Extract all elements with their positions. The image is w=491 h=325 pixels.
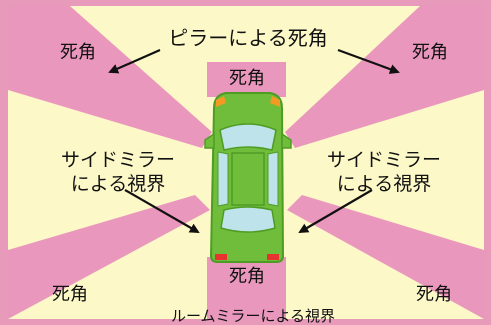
blind-spot-label-top-right: 死角 <box>412 42 448 63</box>
front-blind-spot-zone <box>207 62 286 97</box>
taillight-right <box>267 254 279 260</box>
windshield <box>219 123 277 151</box>
car-top-view <box>204 92 292 263</box>
side-mirror-arrow-left <box>124 189 200 233</box>
side-mirror-left <box>204 132 215 149</box>
pillar-blind-spot-left <box>8 6 212 148</box>
side-mirror-label-right-line2: による視界 <box>337 173 431 195</box>
side-mirror-label-left-line2: による視界 <box>71 173 165 195</box>
blind-spot-label-bottom-right: 死角 <box>416 284 452 305</box>
side-window-right <box>267 151 279 207</box>
side-mirror-arrow-right <box>298 189 373 234</box>
car-roof <box>231 152 265 206</box>
pillar-blind-spot-label: ピラーによる死角 <box>168 26 327 50</box>
rear-blind-spot-zone <box>207 257 286 319</box>
side-window-left <box>217 151 229 207</box>
rear-window <box>220 206 276 233</box>
rear-blind-spot-left <box>8 195 210 319</box>
headlight-right <box>270 96 280 107</box>
blind-spot-label-rear: 死角 <box>229 266 265 287</box>
taillight-left <box>215 254 227 260</box>
side-mirror-label-left-line1: サイドミラー <box>61 149 175 171</box>
headlight-left <box>216 96 226 107</box>
blind-spot-label-top-left: 死角 <box>60 42 96 63</box>
pillar-arrow-left <box>108 48 161 74</box>
room-mirror-view-label: ルームミラーによる視界 <box>171 307 335 325</box>
side-mirror-label-right-line1: サイドミラー <box>327 149 441 171</box>
blind-spot-label-bottom-left: 死角 <box>52 284 88 305</box>
pillar-blind-spot-right <box>285 6 484 148</box>
rear-blind-spot-right <box>287 195 484 319</box>
blind-spot-label-front: 死角 <box>229 68 265 89</box>
side-mirror-right <box>281 132 292 149</box>
pillar-arrow-right <box>337 48 400 74</box>
